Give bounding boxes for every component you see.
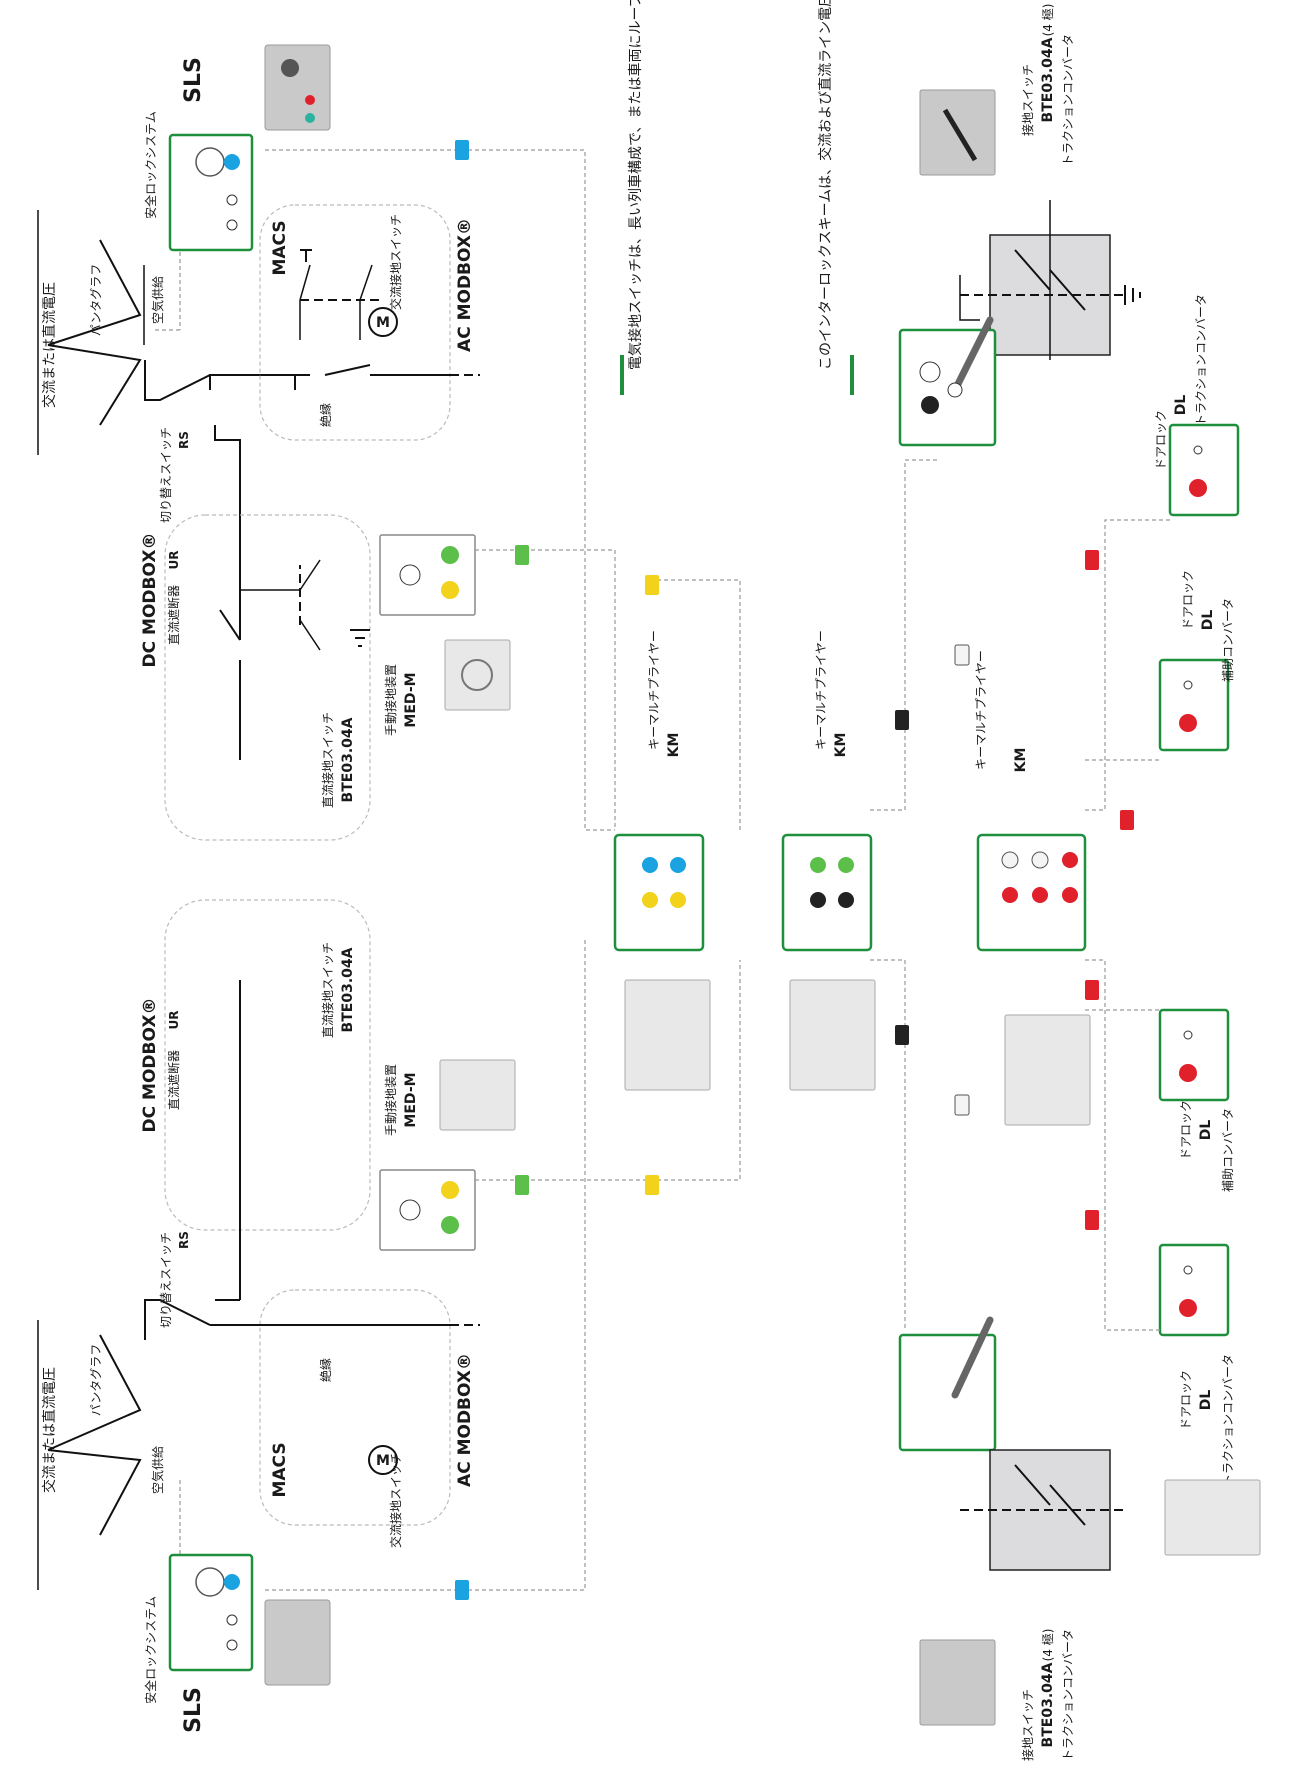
door-lock-label-2: ドアロック: [1181, 570, 1195, 630]
dc-modbox-label-bottom: DC MODBOX®: [140, 998, 160, 1133]
traction-converter-top: トラクションコンバータ: [1061, 34, 1075, 166]
manual-earthing-label-bottom: 手動接地装置: [383, 1064, 398, 1136]
changeover-code-bottom: RS: [177, 1231, 191, 1249]
ac-modbox-label-bottom: AC MODBOX®: [455, 1353, 475, 1487]
pantograph-label-bottom: パンタグラフ: [89, 1344, 103, 1417]
accent-bar-2: [850, 355, 854, 395]
accent-bar-1: [620, 355, 624, 395]
med-m-label-bottom: MED-M: [403, 1072, 419, 1127]
changeover-code-top: RS: [177, 431, 191, 449]
km-label-1: キーマルチプライヤー: [647, 630, 661, 750]
air-supply-label-bottom: 空気供給: [150, 1446, 165, 1494]
km-label-2: キーマルチプライヤー: [814, 630, 828, 750]
km-photo-1: [624, 979, 711, 1091]
dc-modbox-box-top: [164, 514, 371, 841]
med-m-panel-bottom: [379, 1169, 476, 1251]
desc-para-2: このインターロックスキームは、交流および直流ライン電圧用の 2 つのシングルパン…: [817, 0, 834, 370]
km-label-3: キーマルチプライヤー: [974, 650, 988, 770]
changeover-label-bottom: 切り替えスイッチ: [159, 1232, 173, 1328]
bte-code-bottom-right: BTE03.04A: [1040, 1662, 1056, 1747]
desc-para-1: 電気接地スイッチは、長い列車構成で、または車両にループ交流 MODBOX® が装…: [627, 0, 644, 370]
km-photo-2: [789, 979, 876, 1091]
pantograph-label-top: パンタグラフ: [89, 264, 103, 337]
svg-text:M: M: [376, 1453, 390, 1469]
dc-breaker-label-bottom: 直流遮断器: [166, 1050, 181, 1110]
med-m-photo-bottom: [439, 1059, 516, 1131]
insulator-label-top: 絶縁: [318, 403, 333, 427]
dc-breaker-label-top: 直流遮断器: [166, 585, 181, 645]
dc-breaker-code-bottom: UR: [167, 1011, 181, 1030]
bte-photo-bottom: [919, 1639, 996, 1726]
door-lock-label-1: ドアロック: [1154, 410, 1168, 470]
manual-earthing-label-top: 手動接地装置: [383, 664, 398, 736]
four-pole-bottom: (4 極): [1040, 1629, 1055, 1662]
km-photo-3: [1004, 1014, 1091, 1126]
door-lock-panel-3: [1158, 1008, 1230, 1102]
dc-modbox-box-bottom: [164, 899, 371, 1231]
insulator-label-bottom: 絶縁: [318, 1358, 333, 1382]
aux-converter-dl-3: 補助コンバータ: [1221, 1108, 1235, 1192]
door-lock-panel-2: [1158, 658, 1230, 752]
voltage-label-bottom: 交流または直流電圧: [41, 1367, 58, 1493]
km-panel-2: [781, 833, 873, 952]
med-m-photo-top: [444, 639, 511, 711]
dc-earthing-label-top: 直流接地スイッチ: [320, 712, 335, 808]
sls-photo-bottom: [264, 1599, 331, 1686]
ground-icon: [1124, 285, 1141, 305]
earthing-handle-panel-top: [898, 328, 997, 447]
med-m-panel-top: [379, 534, 476, 616]
dc-breaker-code-top: UR: [167, 551, 181, 570]
door-lock-label-4: ドアロック: [1179, 1370, 1193, 1430]
key-slot-blue-icon: [224, 154, 240, 170]
door-lock-label-3: ドアロック: [1179, 1100, 1193, 1160]
sls-title-top: SLS: [181, 57, 206, 103]
sls-name-top: 安全ロックシステム: [143, 111, 158, 219]
km-panel-1: [613, 833, 705, 952]
macs-box-top: [259, 204, 451, 441]
door-lock-panel-1: [1168, 423, 1240, 517]
sls-panel-top: [168, 133, 254, 252]
air-supply-label-top: 空気供給: [150, 276, 165, 324]
dl-code-4: DL: [1198, 1390, 1214, 1411]
sls-title-bottom: SLS: [181, 1687, 206, 1733]
ground-icon: [350, 629, 370, 647]
dl-code-2: DL: [1200, 610, 1216, 631]
sls-photo-top: [264, 44, 331, 131]
ac-modbox-label-top: AC MODBOX®: [455, 218, 475, 352]
macs-box-bottom: [259, 1289, 451, 1526]
aux-converter-dl-2: 補助コンバータ: [1221, 598, 1235, 682]
km-code-2: KM: [833, 733, 849, 758]
dc-earthing-label-bottom: 直流接地スイッチ: [320, 942, 335, 1038]
dc-modbox-label-top: DC MODBOX®: [140, 533, 160, 668]
svg-text:M: M: [376, 315, 390, 331]
macs-label-top: MACS: [270, 220, 290, 275]
rotary-handle-icon: [951, 316, 994, 394]
earthing-switch-label-top: 接地スイッチ: [1020, 64, 1035, 136]
traction-converter-dl-4: トラクションコンバータ: [1221, 1354, 1235, 1486]
ac-earthing-label-bottom: 交流接地スイッチ: [388, 1452, 403, 1548]
traction-converter-bottom: トラクションコンバータ: [1061, 1629, 1075, 1761]
four-pole-top: (4 極): [1040, 4, 1055, 37]
macs-label-bottom: MACS: [270, 1442, 290, 1497]
bte-code-bottom-left: BTE03.04A: [340, 947, 356, 1032]
dl-code-3: DL: [1198, 1120, 1214, 1141]
dl-code-1: DL: [1173, 395, 1189, 416]
bte-code-top-right: BTE03.04A: [1040, 37, 1056, 122]
motor-icon: [368, 307, 398, 337]
km-code-1: KM: [666, 733, 682, 758]
earthing-switch-label-bottom: 接地スイッチ: [1020, 1689, 1035, 1761]
km-code-3: KM: [1013, 748, 1029, 773]
door-lock-panel-4: [1158, 1243, 1230, 1337]
bte-code-top-left: BTE03.04A: [340, 717, 356, 802]
sls-name-bottom: 安全ロックシステム: [143, 1596, 158, 1704]
sls-panel-bottom: [168, 1553, 254, 1672]
earthing-handle-panel-bottom: [898, 1333, 997, 1452]
ac-earthing-label-top: 交流接地スイッチ: [388, 214, 403, 310]
traction-converter-dl-1: トラクションコンバータ: [1194, 294, 1208, 426]
changeover-label-top: 切り替えスイッチ: [159, 427, 173, 523]
dl-photo-bottom: [1164, 1479, 1261, 1556]
key-icon: [455, 140, 1134, 1600]
med-m-label-top: MED-M: [403, 672, 419, 727]
